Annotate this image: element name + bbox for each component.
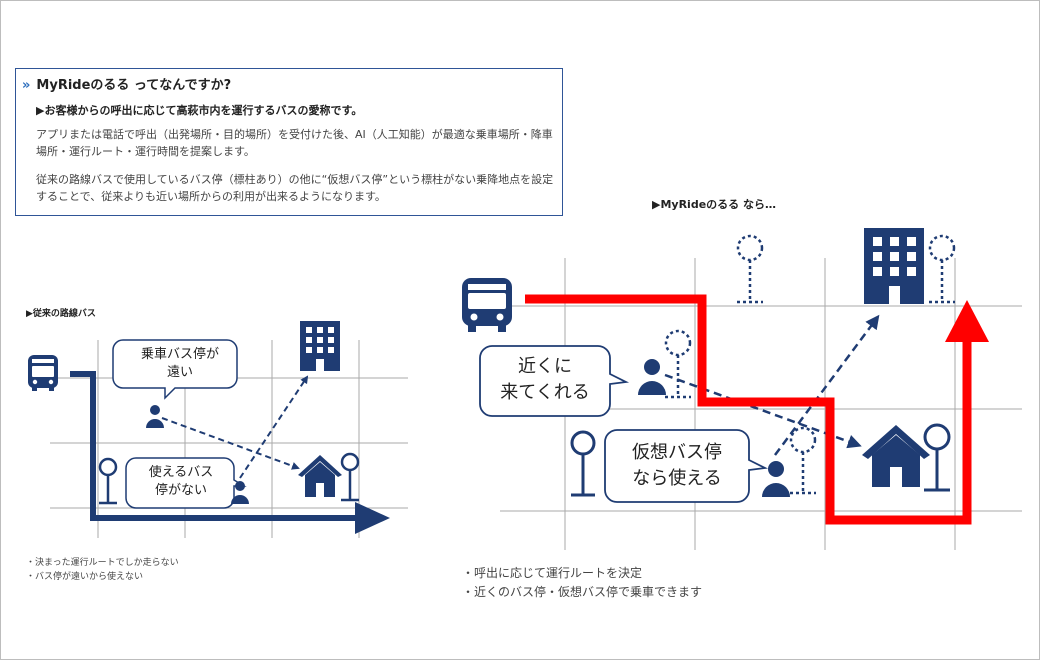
- left-bubble-top-text: 乗車バス停が 遠い: [115, 346, 245, 382]
- house-icon: [298, 455, 342, 497]
- left-panel-heading: ▶従来の路線バス: [26, 309, 96, 319]
- right-bubble-bottom-text: 仮想バス停 なら使える: [605, 440, 749, 492]
- building-icon: [300, 321, 340, 371]
- person-icon: [762, 461, 790, 497]
- right-route-arrowhead: [945, 300, 989, 342]
- person-icon: [146, 405, 164, 428]
- left-bubble-bottom-text: 使えるバス 停がない: [128, 464, 234, 500]
- right-bubble-bottom-line-1: 仮想バス停: [632, 442, 722, 463]
- left-route-arrowhead: [355, 502, 390, 534]
- double-chevron-icon: »: [22, 78, 31, 93]
- right-bubble-bottom-line-2: なら使える: [632, 468, 722, 489]
- left-bubble-bottom: [125, 457, 247, 509]
- left-bubble-top-line-2: 遠い: [166, 365, 193, 380]
- right-demand-route: [525, 294, 972, 525]
- info-subtitle: ▶お客様からの呼出に応じて高萩市内を運行するバスの愛称です。: [36, 104, 363, 117]
- person-icon: [638, 359, 666, 395]
- left-bullet-list: ・決まった運行ルートでしか走らない ・バス停が遠いから使えない: [26, 556, 179, 584]
- info-title-text: MyRideのるる ってなんですか?: [36, 78, 232, 93]
- left-dashed-path-to-building: [239, 375, 309, 479]
- bus-stop-icon: [98, 457, 118, 505]
- bus-stop-icon: [340, 452, 360, 502]
- virtual-bus-stop-icon: [928, 234, 956, 304]
- virtual-bus-stop-icon: [789, 426, 817, 495]
- info-paragraph-2: 従来の路線バスで使用しているバス停（標柱あり）の他に“仮想バス停”という標柱がな…: [36, 173, 554, 203]
- left-bubble-top-line-1: 乗車バス停が: [140, 347, 219, 362]
- right-dashed-path-to-building: [773, 314, 880, 456]
- right-bubble-top-line-2: 来てくれる: [500, 382, 590, 403]
- right-bubble-top: [479, 345, 630, 417]
- info-paragraph-1: アプリまたは電話で呼出（出発場所・目的場所）を受付けた後、AI（人工知能）が最適…: [36, 128, 553, 158]
- right-bullet-item: ・呼出に応じて運行ルートを決定: [462, 566, 643, 580]
- right-panel-heading: ▶MyRideのるる なら…: [652, 198, 776, 211]
- right-bullet-item: ・近くのバス停・仮想バス停で乗車できます: [462, 585, 703, 599]
- bus-icon: [462, 278, 512, 332]
- virtual-bus-stop-icon: [664, 329, 692, 399]
- left-bubble-bottom-line-2: 停がない: [154, 483, 207, 498]
- right-bullet-list: ・呼出に応じて運行ルートを決定 ・近くのバス停・仮想バス停で乗車できます: [462, 564, 702, 602]
- left-bullet-item: ・決まった運行ルートでしか走らない: [26, 558, 179, 568]
- left-fixed-route: [70, 371, 368, 521]
- left-bubble-top: [112, 339, 238, 400]
- virtual-bus-stop-icon: [736, 234, 764, 304]
- info-title: » MyRideのるる ってなんですか?: [22, 74, 231, 93]
- bus-stop-icon: [570, 430, 596, 497]
- info-box: » MyRideのるる ってなんですか? ▶お客様からの呼出に応じて高萩市内を運行…: [15, 68, 563, 216]
- right-bubble-bottom: [604, 429, 769, 503]
- left-dashed-path-to-house: [161, 417, 300, 470]
- bus-stop-icon: [923, 423, 951, 492]
- house-icon: [862, 425, 930, 487]
- person-icon: [231, 481, 249, 504]
- left-bullet-item: ・バス停が遠いから使えない: [26, 572, 144, 582]
- right-bubble-top-text: 近くに 来てくれる: [480, 354, 610, 406]
- left-bubble-bottom-line-1: 使えるバス: [148, 465, 214, 480]
- bus-icon: [28, 355, 58, 391]
- building-icon: [864, 228, 924, 304]
- right-bubble-top-line-1: 近くに: [518, 356, 572, 377]
